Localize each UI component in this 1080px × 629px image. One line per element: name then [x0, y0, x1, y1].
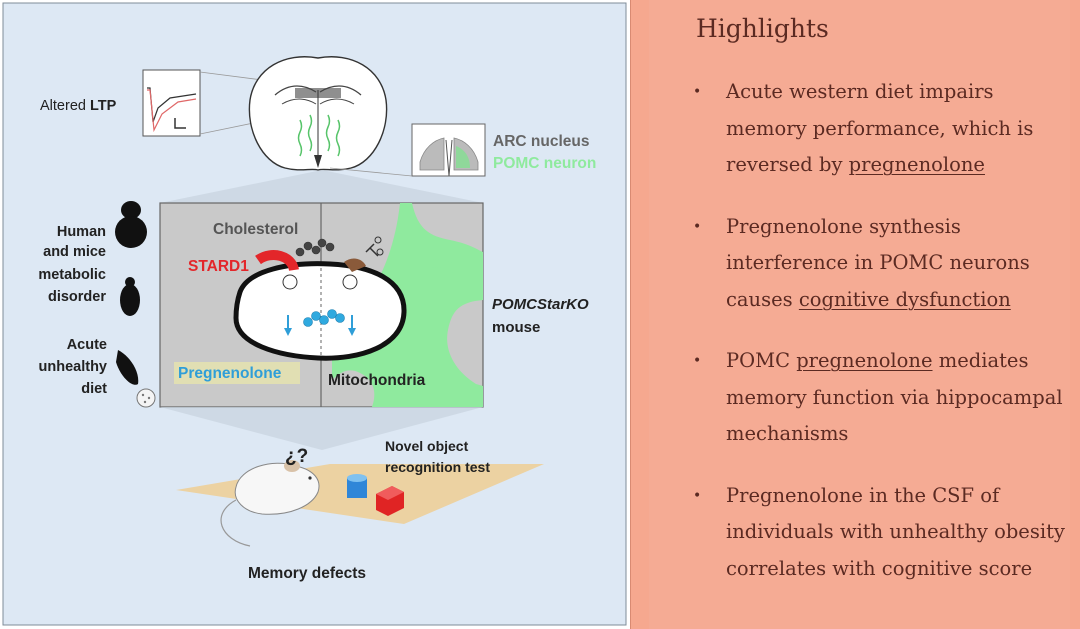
- highlights-list: • Acute western diet impairs memory perf…: [693, 74, 1073, 612]
- pomcstarko-label: POMCStarKO: [492, 296, 589, 313]
- cholesterol-label: Cholesterol: [213, 221, 298, 238]
- novel-objects: [347, 474, 404, 516]
- memory-defects-label: Memory defects: [248, 565, 366, 582]
- bullet-icon: •: [693, 487, 702, 504]
- human-silhouette: [115, 201, 147, 248]
- lab-mouse: [220, 460, 320, 547]
- ltp-trace-inset: [142, 69, 201, 137]
- arc-nucleus-label: ARC nucleus: [493, 133, 589, 150]
- pomc-neuron-label: POMC neuron: [493, 155, 596, 172]
- bullet-icon: •: [693, 84, 702, 100]
- pregnenolone-link[interactable]: pregnenolone: [796, 349, 933, 372]
- graphical-abstract-figure: Altered LTP ARC nucleus POMC neuron Huma…: [2, 2, 627, 626]
- highlight-item: • Pregnenolone in the CSF of individuals…: [693, 478, 1073, 588]
- highlights-background: [649, 0, 1070, 629]
- svg-text:metabolic: metabolic: [38, 267, 106, 283]
- mouse-silhouette: [120, 277, 140, 316]
- novel-object-label: Novel object: [385, 438, 469, 454]
- highlight-item: • Pregnenolone synthesis interference in…: [693, 209, 1073, 319]
- arc-inset: [411, 123, 486, 177]
- stard1-label: STARD1: [188, 258, 249, 275]
- highlight-item: • Acute western diet impairs memory perf…: [693, 74, 1073, 184]
- cognitive-dysfunction-link[interactable]: cognitive dysfunction: [798, 287, 1011, 311]
- bullet-icon: •: [693, 353, 702, 369]
- svg-text:disorder: disorder: [48, 289, 106, 305]
- svg-text:Acute: Acute: [67, 337, 107, 353]
- graphical-abstract: Altered LTP ARC nucleus POMC neuron Huma…: [2, 2, 627, 626]
- brain-section: [248, 56, 388, 171]
- svg-text:unhealthy: unhealthy: [39, 359, 107, 375]
- mitochondria-label: Mitochondria: [328, 372, 426, 389]
- mitochondria-panel: [159, 202, 484, 408]
- pregnenolone-link[interactable]: pregnenolone: [848, 153, 985, 176]
- svg-text:diet: diet: [81, 381, 107, 397]
- pregnenolone-label: Pregnenolone: [178, 365, 282, 382]
- highlights-title: Highlights: [696, 14, 829, 43]
- altered-ltp-label: Altered LTP: [40, 98, 117, 114]
- svg-text:Human: Human: [57, 224, 106, 240]
- bullet-icon: •: [693, 218, 702, 235]
- mouse-label: mouse: [492, 319, 540, 336]
- svg-text:and mice: and mice: [43, 244, 106, 260]
- recognition-test-label: recognition test: [385, 459, 490, 475]
- question-mark-label: ¿?: [285, 446, 308, 467]
- metabolic-disorder-label: Human and mice metabolic disorder: [38, 224, 106, 305]
- highlight-item: • POMC pregnenolone mediates memory func…: [693, 343, 1073, 453]
- diet-mouse-silhouette: [116, 350, 156, 408]
- highlights-panel: Highlights • Acute western diet impairs …: [630, 0, 1080, 629]
- acute-diet-label: Acute unhealthy diet: [39, 337, 108, 397]
